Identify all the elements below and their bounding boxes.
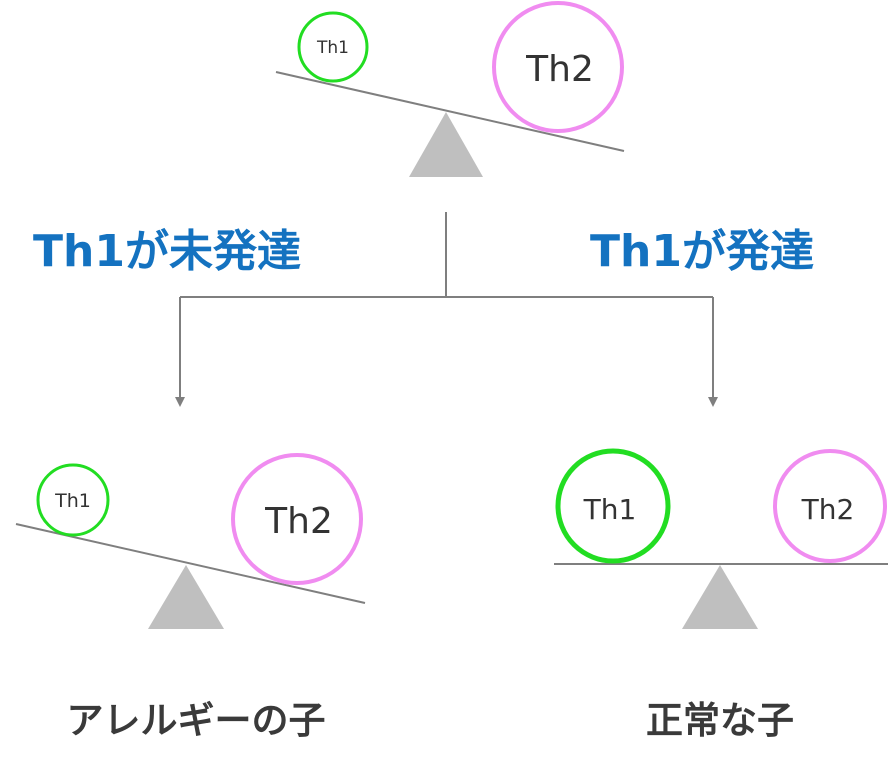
top-th2-label: Th2 bbox=[525, 49, 594, 90]
branch-connector bbox=[175, 212, 718, 407]
allergic-th2-label: Th2 bbox=[264, 501, 333, 542]
top-th1-circle bbox=[297, 11, 369, 83]
normal-th2-circle bbox=[773, 449, 887, 563]
top-th1-label: Th1 bbox=[316, 38, 349, 58]
allergic-th1-circle bbox=[36, 463, 110, 537]
normal-fulcrum bbox=[682, 565, 758, 629]
allergic-th1-label: Th1 bbox=[54, 490, 91, 512]
allergic-beam bbox=[15, 523, 366, 604]
allergic-fulcrum bbox=[148, 565, 224, 629]
branch-label-underdeveloped: Th1が未発達 bbox=[33, 226, 301, 277]
normal-th1-circle bbox=[555, 448, 671, 564]
top-fulcrum bbox=[409, 112, 483, 177]
normal-balance-scale: Th1 Th2 bbox=[554, 448, 888, 629]
caption-allergic-child: アレルギーの子 bbox=[67, 699, 326, 742]
branch-label-developed: Th1が発達 bbox=[590, 226, 814, 277]
normal-th1-label: Th1 bbox=[583, 493, 637, 526]
top-beam bbox=[275, 71, 625, 152]
normal-th2-label: Th2 bbox=[801, 493, 855, 526]
allergic-balance-scale: Th1 Th2 bbox=[15, 453, 366, 629]
top-th2-circle bbox=[492, 1, 624, 133]
top-balance-scale: Th1 Th2 bbox=[275, 1, 625, 177]
caption-normal-child: 正常な子 bbox=[646, 699, 794, 742]
allergic-th2-circle bbox=[231, 453, 363, 585]
